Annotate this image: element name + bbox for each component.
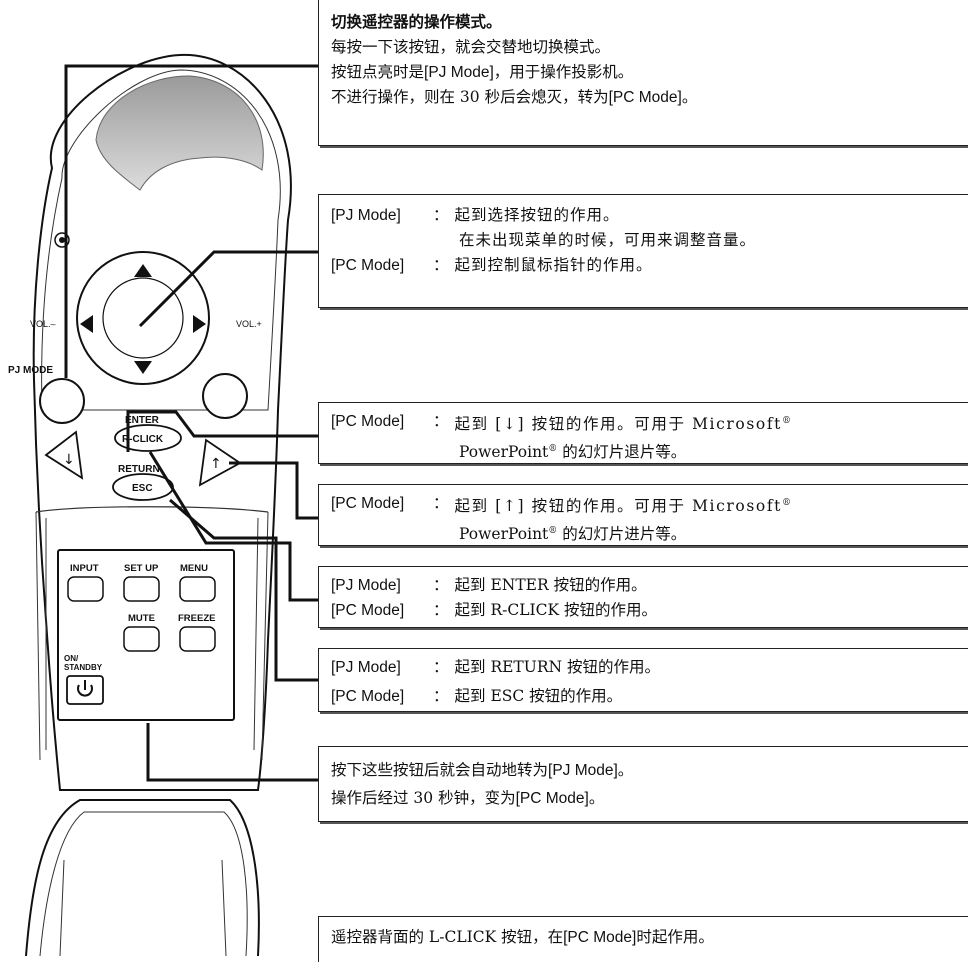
mode-label: [PC Mode]: [331, 688, 405, 705]
freeze-button: [179, 626, 216, 652]
callout-line: 每按一下该按钮，就会交替地切换模式。: [331, 38, 611, 56]
page-down-button: [44, 430, 84, 480]
freeze-label: FREEZE: [178, 613, 215, 624]
page-down-icon: ↓: [63, 452, 75, 468]
callout-title: 切换遥控器的操作模式。: [331, 14, 502, 31]
callout-page-down: [PC Mode] ： 起到 [↓] 按钮的作用。可用于 Microsoft® …: [318, 402, 968, 464]
input-button: [67, 576, 104, 602]
on-label: ON/: [64, 654, 79, 663]
callout-text: 起到 RETURN 按钮的作用。: [454, 658, 660, 676]
separator: ：: [433, 576, 449, 594]
arrow-right-icon: [193, 315, 206, 333]
setup-label: SET UP: [124, 563, 159, 574]
leader-lines: [64, 64, 318, 782]
direction-pad: [76, 251, 210, 385]
callout-enter-button: [PJ Mode] ： 起到 ENTER 按钮的作用。 [PC Mode] ： …: [318, 566, 968, 628]
enter-label: ENTER: [125, 415, 160, 426]
callout-direction-pad: [PJ Mode] ： 起到选择按钮的作用。 在未出现菜单的时候，可用来调整音量…: [318, 194, 968, 308]
separator: ：: [433, 658, 449, 676]
callout-line: 操作后经过 30 秒钟，变为[PC Mode]。: [331, 789, 605, 807]
remote-strap: [25, 799, 260, 956]
callout-page-up: [PC Mode] ： 起到 [↑] 按钮的作用。可用于 Microsoft® …: [318, 484, 968, 546]
callout-text: PowerPoint® 的幻灯片退片等。: [459, 443, 687, 462]
esc-label: ESC: [132, 483, 153, 494]
callout-line: 按下这些按钮后就会自动地转为[PJ Mode]。: [331, 761, 634, 779]
callout-esc-button: [PJ Mode] ： 起到 RETURN 按钮的作用。 [PC Mode] ：…: [318, 648, 968, 712]
laser-icon: [54, 232, 70, 248]
mute-label: MUTE: [128, 613, 155, 624]
page-up-icon: ↑: [210, 456, 222, 472]
callout-text: PowerPoint® 的幻灯片进片等。: [459, 525, 687, 544]
mode-label: [PC Mode]: [331, 602, 405, 619]
callout-text: 起到 ENTER 按钮的作用。: [454, 576, 647, 594]
menu-label: MENU: [180, 563, 208, 574]
mode-label: [PC Mode]: [331, 413, 405, 430]
mode-label: [PC Mode]: [331, 257, 405, 274]
separator: ：: [433, 601, 449, 619]
right-round-button: [202, 373, 248, 419]
rclick-button: [114, 424, 182, 452]
input-label: INPUT: [70, 563, 99, 574]
arrow-left-icon: [80, 315, 93, 333]
standby-label: STANDBY: [64, 663, 103, 672]
arrow-down-icon: [134, 361, 152, 374]
arrow-up-icon: [134, 264, 152, 277]
callout-text: 在未出现菜单的时候，可用来调整音量。: [459, 231, 757, 249]
mode-label: [PC Mode]: [331, 495, 405, 512]
callout-text: 起到选择按钮的作用。: [454, 206, 620, 224]
mode-label: [PJ Mode]: [331, 659, 401, 676]
callout-text: 起到 R-CLICK 按钮的作用。: [454, 601, 657, 619]
callout-line: 按钮点亮时是[PJ Mode]，用于操作投影机。: [331, 63, 634, 81]
callout-line: 遥控器背面的 L-CLICK 按钮，在[PC Mode]时起作用。: [331, 928, 714, 946]
separator: ：: [433, 687, 449, 705]
callout-pj-mode-button: 切换遥控器的操作模式。 每按一下该按钮，就会交替地切换模式。 按钮点亮时是[PJ…: [318, 0, 968, 146]
pj-mode-button: [39, 378, 85, 424]
power-icon: [77, 680, 93, 697]
callout-line: 不进行操作，则在 30 秒后会熄灭，转为[PC Mode]。: [331, 88, 698, 106]
vol-minus-label: VOL.–: [30, 319, 56, 329]
ir-window: [95, 75, 264, 191]
callout-text: 起到 [↓] 按钮的作用。可用于 Microsoft®: [454, 415, 793, 434]
separator: ：: [433, 412, 449, 430]
mute-button: [123, 626, 160, 652]
callout-text: 起到 ESC 按钮的作用。: [454, 687, 623, 705]
callout-text: 起到 [↑] 按钮的作用。可用于 Microsoft®: [454, 497, 793, 516]
separator: ：: [433, 494, 449, 512]
pj-mode-label: PJ MODE: [8, 365, 53, 376]
return-label: RETURN: [118, 464, 160, 475]
callout-panel-buttons: 按下这些按钮后就会自动地转为[PJ Mode]。 操作后经过 30 秒钟，变为[…: [318, 746, 968, 822]
rclick-label: R-CLICK: [122, 434, 164, 445]
callout-lclick-button: 遥控器背面的 L-CLICK 按钮，在[PC Mode]时起作用。: [318, 916, 968, 962]
page-up-button: [198, 438, 242, 487]
callout-text: 起到控制鼠标指针的作用。: [454, 256, 653, 274]
setup-button: [123, 576, 160, 602]
separator: ：: [433, 256, 449, 274]
menu-button: [179, 576, 216, 602]
vol-plus-label: VOL.+: [236, 319, 262, 329]
mode-label: [PJ Mode]: [331, 207, 401, 224]
separator: ：: [433, 206, 449, 224]
mode-label: [PJ Mode]: [331, 577, 401, 594]
